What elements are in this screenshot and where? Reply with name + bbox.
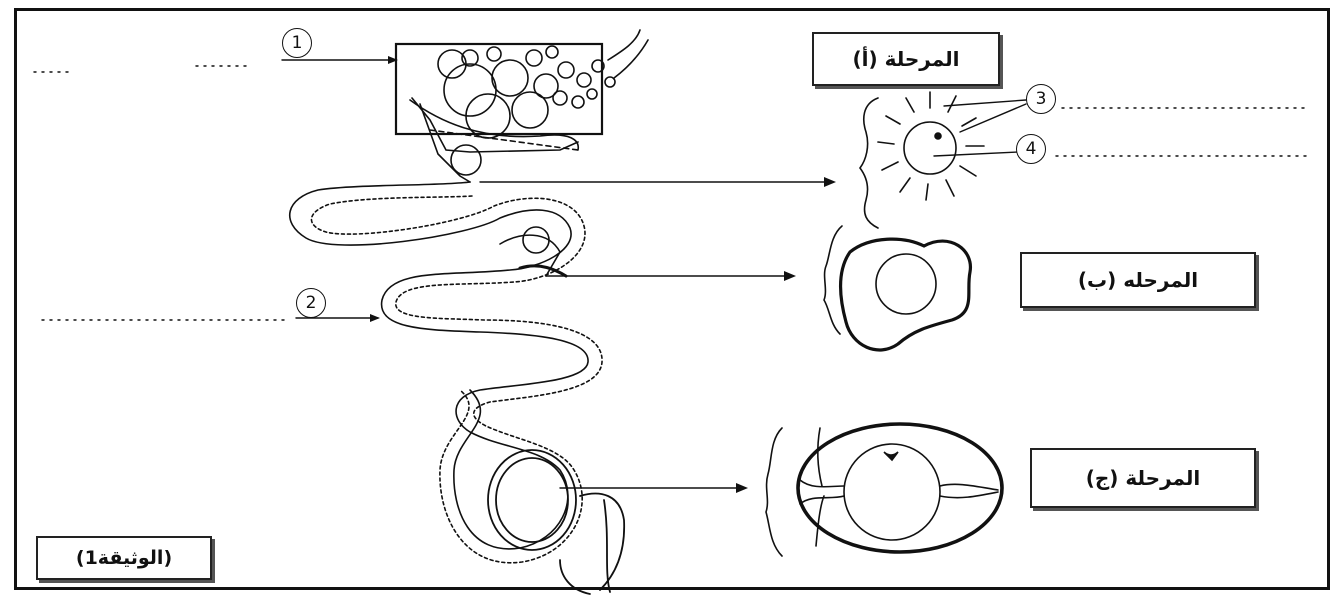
egg-with-albumen [824, 226, 970, 350]
infundibulum [412, 98, 578, 182]
ovary [410, 30, 648, 150]
egg-in-shell [766, 424, 1002, 556]
uterus-egg [488, 450, 624, 594]
marker-3: 3 [1026, 84, 1056, 114]
marker-1: 1 [282, 28, 312, 58]
marker-lines [282, 60, 1026, 318]
ovum-with-sperm [860, 92, 984, 228]
stage-c-label: المرحلة (ج) [1030, 448, 1256, 508]
marker-2: 2 [296, 288, 326, 318]
stage-b-label: المرحله (ب) [1020, 252, 1256, 308]
ovary-inset-box [396, 44, 602, 134]
document-label: (الوثيقة1) [36, 536, 212, 580]
marker-4: 4 [1016, 134, 1046, 164]
oviduct [290, 182, 602, 563]
stage-a-label: المرحلة (أ) [812, 32, 1000, 86]
